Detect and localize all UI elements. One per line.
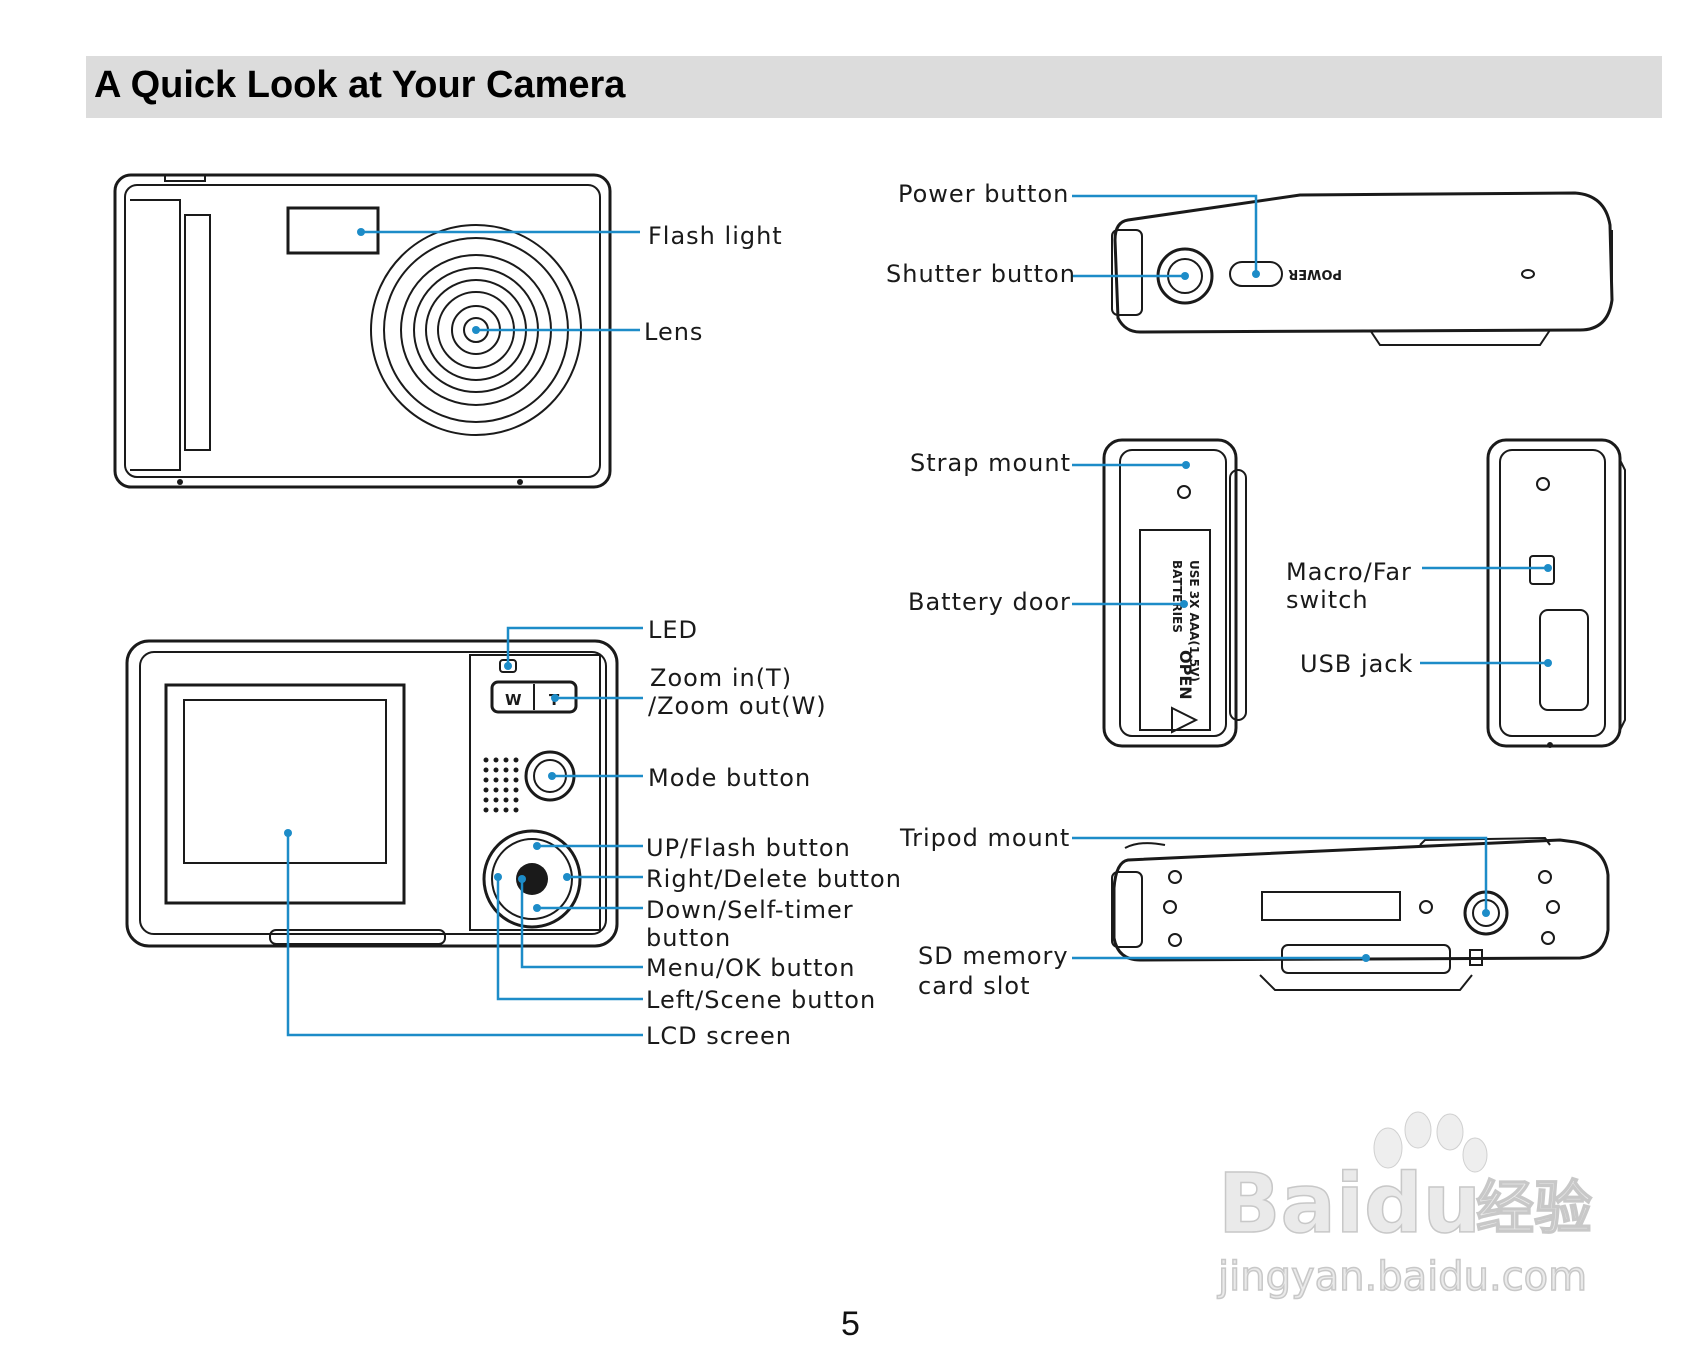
zoom-w-key: W <box>505 691 522 709</box>
label-power-button: Power button <box>898 180 1069 208</box>
label-menu-ok: Menu/OK button <box>646 954 855 982</box>
label-usb-jack: USB jack <box>1300 650 1413 678</box>
callout-power-button: Power button <box>898 180 1260 278</box>
watermark-url: jingyan.baidu.com <box>1217 1254 1587 1300</box>
label-up-flash: UP/Flash button <box>646 834 851 862</box>
callout-lens: Lens <box>472 318 703 346</box>
callout-up-flash: UP/Flash button <box>533 834 851 862</box>
callout-sd-slot: SD memory card slot <box>918 942 1370 1000</box>
callout-usb-jack: USB jack <box>1300 650 1552 678</box>
callout-menu-ok: Menu/OK button <box>518 875 855 982</box>
page-title: A Quick Look at Your Camera <box>94 64 626 106</box>
label-sd-2: card slot <box>918 972 1030 1000</box>
callout-tripod-mount: Tripod mount <box>899 824 1490 917</box>
watermark-brand: Baidu <box>1218 1157 1481 1252</box>
callout-strap-mount: Strap mount <box>910 449 1190 477</box>
camera-back-view: W T <box>125 639 619 948</box>
label-mode-button: Mode button <box>648 764 811 792</box>
label-zoom-2: /Zoom out(W) <box>648 692 827 720</box>
label-strap-mount: Strap mount <box>910 449 1071 477</box>
label-tripod-mount: Tripod mount <box>899 824 1070 852</box>
label-right-delete: Right/Delete button <box>646 865 902 893</box>
camera-top-view: POWER <box>1111 191 1614 346</box>
label-left-scene: Left/Scene button <box>646 986 876 1014</box>
power-text-on-body: POWER <box>1288 266 1342 281</box>
open-text: OPEN <box>1176 650 1195 700</box>
page-number: 5 <box>841 1305 860 1343</box>
camera-right-side-view <box>1486 438 1626 748</box>
callout-led: LED <box>504 616 698 670</box>
callout-zoom: Zoom in(T) /Zoom out(W) <box>551 664 827 720</box>
camera-bottom-view <box>1111 836 1610 991</box>
callout-mode-button: Mode button <box>548 764 811 792</box>
callout-left-scene: Left/Scene button <box>494 873 876 1014</box>
callout-right-delete: Right/Delete button <box>563 865 902 893</box>
label-sd-1: SD memory <box>918 942 1069 970</box>
label-shutter-button: Shutter button <box>886 260 1076 288</box>
callout-down-self-timer: Down/Self-timer button <box>533 896 854 952</box>
camera-left-side-view: USE 3X AAA(1.5V) BATTERIES OPEN <box>1102 438 1247 748</box>
label-lens: Lens <box>644 318 703 346</box>
label-battery-door: Battery door <box>908 588 1071 616</box>
battery-text-2: BATTERIES <box>1170 560 1184 633</box>
label-macro-far-2: switch <box>1286 586 1369 614</box>
label-zoom-1: Zoom in(T) <box>650 664 792 692</box>
label-macro-far-1: Macro/Far <box>1286 558 1412 586</box>
callout-shutter-button: Shutter button <box>886 260 1189 288</box>
label-led: LED <box>648 616 698 644</box>
battery-text-1: USE 3X AAA(1.5V) <box>1187 560 1201 682</box>
label-flash-light: Flash light <box>648 222 783 250</box>
label-down-self-2: button <box>646 924 731 952</box>
callout-flash-light: Flash light <box>357 222 783 250</box>
callout-lcd-screen: LCD screen <box>284 829 792 1050</box>
label-lcd-screen: LCD screen <box>646 1022 792 1050</box>
baidu-watermark: Baidu 经验 jingyan.baidu.com <box>1216 1111 1593 1301</box>
watermark-cn: 经验 <box>1476 1174 1592 1242</box>
label-down-self-1: Down/Self-timer <box>646 896 854 924</box>
callout-battery-door: Battery door <box>908 588 1188 616</box>
title-bar: A Quick Look at Your Camera <box>86 56 1662 118</box>
callout-macro-far: Macro/Far switch <box>1286 558 1552 614</box>
